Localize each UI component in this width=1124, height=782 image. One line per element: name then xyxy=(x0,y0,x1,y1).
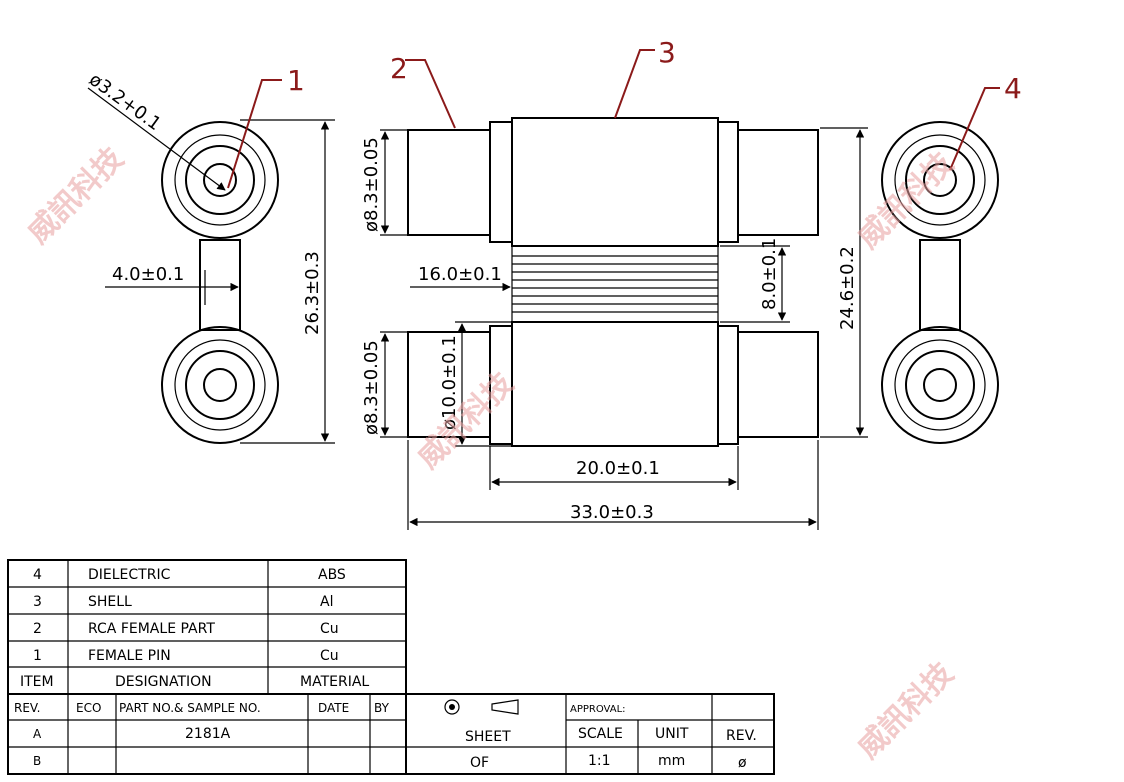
bom-header-item: ITEM xyxy=(20,674,54,690)
svg-text:威訊科技: 威訊科技 xyxy=(851,656,961,766)
callout-2: 2 xyxy=(390,52,408,85)
bom-material: ABS xyxy=(318,567,346,583)
height-left-label: 26.3±0.3 xyxy=(302,251,323,335)
bom-item: 2 xyxy=(33,621,42,637)
right-end-view xyxy=(881,87,1000,444)
bom-header-material: MATERIAL xyxy=(300,674,369,690)
tb-unit-label: UNIT xyxy=(655,726,689,742)
tb-sheet-label: SHEET xyxy=(465,729,511,745)
tb-rev-value: ø xyxy=(738,755,747,771)
overall-length-label: 33.0±0.3 xyxy=(570,502,654,523)
bom-designation: DIELECTRIC xyxy=(88,567,171,583)
left-end-view xyxy=(87,79,335,444)
tb-by-header: BY xyxy=(374,701,390,715)
tb-part-no: 2181A xyxy=(185,726,231,742)
callout-3: 3 xyxy=(658,36,676,69)
svg-text:威訊科技: 威訊科技 xyxy=(21,141,131,251)
bom-item: 1 xyxy=(33,648,42,664)
plug-dia-bottom-label: ø8.3±0.05 xyxy=(361,340,382,435)
plug-dia-top-label: ø8.3±0.05 xyxy=(361,137,382,232)
svg-text:威訊科技: 威訊科技 xyxy=(411,366,521,476)
title-block xyxy=(7,693,775,775)
bom-item: 4 xyxy=(33,567,42,583)
shell-dia-label: ø10.0±0.1 xyxy=(439,335,460,430)
side-view xyxy=(380,49,868,530)
bom-material: Cu xyxy=(320,648,339,664)
tb-eco-header: ECO xyxy=(76,701,101,715)
callout-4: 4 xyxy=(1004,72,1022,105)
callout-1: 1 xyxy=(287,64,305,97)
tb-approval-header: APPROVAL: xyxy=(570,704,626,715)
bom-material: Cu xyxy=(320,621,339,637)
tb-rev-label: REV. xyxy=(726,728,757,744)
tb-date-header: DATE xyxy=(318,701,349,715)
bom-designation: FEMALE PIN xyxy=(88,648,171,664)
bom-item: 3 xyxy=(33,594,42,610)
height-right-label: 24.6±0.2 xyxy=(837,246,858,330)
pin-dia-label: ø3.2+0.1 xyxy=(85,69,165,135)
bom-header-designation: DESIGNATION xyxy=(115,674,212,690)
tb-unit-value: mm xyxy=(658,753,685,769)
bom-material: Al xyxy=(320,594,333,610)
gap-label: 8.0±0.1 xyxy=(759,238,780,310)
bom-designation: SHELL xyxy=(88,594,132,610)
tb-part-header: PART NO.& SAMPLE NO. xyxy=(119,701,261,715)
tb-rev-a: A xyxy=(33,727,42,741)
bom-designation: RCA FEMALE PART xyxy=(88,621,215,637)
shell-length-label: 20.0±0.1 xyxy=(576,458,660,479)
tb-scale-value: 1:1 xyxy=(588,753,611,769)
tb-sheet-value: OF xyxy=(470,755,489,771)
web-width-label: 4.0±0.1 xyxy=(112,264,184,285)
tb-rev-header: REV. xyxy=(14,701,40,715)
tb-scale-label: SCALE xyxy=(578,726,623,742)
web-length-label: 16.0±0.1 xyxy=(418,264,502,285)
tb-rev-b: B xyxy=(33,754,41,768)
